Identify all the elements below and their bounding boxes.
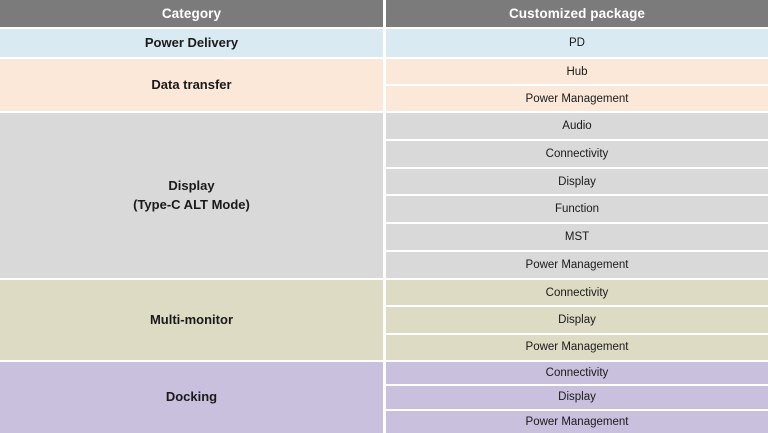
package-cell: Power Management [386,252,768,278]
category-cell-display: Display (Type-C ALT Mode) [0,113,383,278]
table-header-row: Category Customized package [0,0,768,27]
package-column-power-delivery: PD [386,29,768,57]
category-cell-data-transfer: Data transfer [0,59,383,111]
column-divider [383,113,386,278]
package-cell: Function [386,196,768,225]
category-label: Multi-monitor [149,311,234,327]
package-cell: Connectivity [386,362,768,387]
category-label: Data transfer [151,76,232,92]
package-column-display: Audio Connectivity Display Function MST … [386,113,768,278]
category-cell-multi-monitor: Multi-monitor [0,280,383,360]
table-group-docking: Docking Connectivity Display Power Manag… [0,360,768,433]
category-label: Docking [165,389,218,405]
column-divider [383,59,386,111]
package-cell: Audio [386,113,768,141]
category-cell-docking: Docking [0,362,383,433]
category-label: Display [168,177,215,193]
header-column-divider [383,0,386,27]
column-header-category: Category [0,0,383,27]
package-cell: Power Management [386,334,768,360]
column-divider [383,362,386,433]
package-column-data-transfer: Hub Power Management [386,59,768,111]
package-cell: MST [386,224,768,253]
column-divider [383,29,386,57]
column-divider [383,280,386,360]
table-group-data-transfer: Data transfer Hub Power Management [0,57,768,111]
table-group-multi-monitor: Multi-monitor Connectivity Display Power… [0,278,768,360]
package-cell: Power Management [386,86,768,111]
package-cell: Connectivity [386,140,768,169]
column-header-customized-package: Customized package [386,0,768,27]
category-label: Power Delivery [144,34,239,50]
package-column-multi-monitor: Connectivity Display Power Management [386,280,768,360]
table-body: Power Delivery PD Data transfer Hub Powe… [0,27,768,433]
package-column-docking: Connectivity Display Power Management [386,362,768,433]
category-sublabel: (Type-C ALT Mode) [133,196,250,212]
table-group-power-delivery: Power Delivery PD [0,27,768,57]
table-group-display: Display (Type-C ALT Mode) Audio Connecti… [0,111,768,278]
package-cell: Display [386,307,768,335]
package-cell: Hub [386,59,768,86]
package-cell: Connectivity [386,280,768,308]
package-cell: Power Management [386,410,768,433]
package-cell: Display [386,386,768,411]
category-cell-power-delivery: Power Delivery [0,29,383,57]
package-cell: Display [386,168,768,197]
package-cell: PD [386,29,768,57]
